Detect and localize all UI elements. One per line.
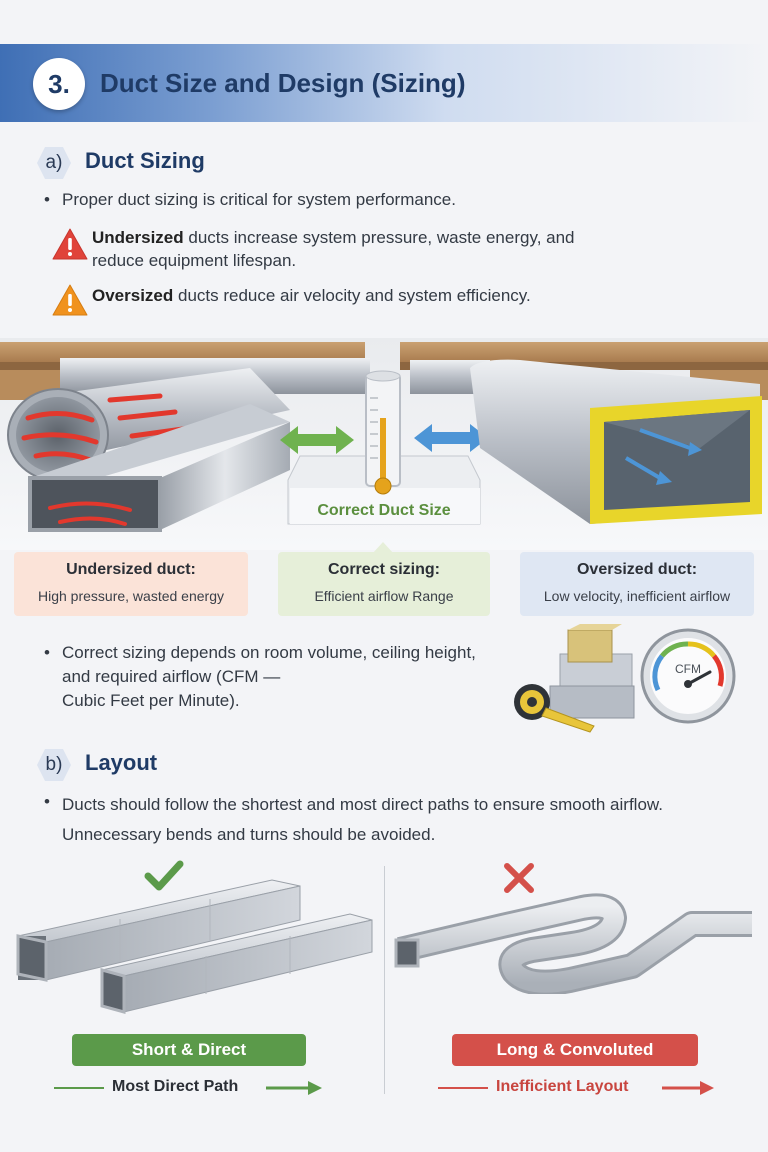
- bullet-dot: •: [44, 643, 50, 662]
- layout-line-1: Ducts should follow the shortest and mos…: [62, 795, 663, 814]
- subsection-marker-b: b): [36, 748, 72, 782]
- label-oversized-title: Oversized duct:: [576, 561, 698, 578]
- warning-orange-icon: [52, 284, 88, 316]
- subsection-title-sizing: Duct Sizing: [85, 148, 205, 173]
- measurement-tools-illustration: [514, 624, 635, 733]
- label-undersized-title: Undersized duct:: [66, 561, 196, 578]
- undersized-warning: Undersized ducts increase system pressur…: [92, 226, 575, 272]
- label-oversized: Oversized duct: Low velocity, inefficien…: [520, 552, 754, 616]
- oversized-warning: Oversized ducts reduce air velocity and …: [92, 284, 531, 307]
- subsection-marker-a: a): [36, 146, 72, 180]
- layout-guideline: Ducts should follow the shortest and mos…: [62, 790, 663, 850]
- cross-icon: [504, 863, 534, 893]
- pointer-caret: [372, 542, 394, 554]
- label-correct: Correct sizing: Efficient airflow Range: [278, 552, 490, 616]
- inefficient-path-label: Inefficient Layout: [496, 1078, 629, 1095]
- label-oversized-sub: Low velocity, inefficient airflow: [543, 588, 731, 604]
- depends-line-1: Correct sizing depends on room volume, c…: [62, 643, 476, 662]
- depends-line-3: Cubic Feet per Minute).: [62, 691, 240, 710]
- long-convoluted-badge: Long & Convoluted: [452, 1034, 698, 1066]
- oversized-term: Oversized: [92, 286, 174, 305]
- depends-line-2: and required airflow (CFM —: [62, 667, 281, 686]
- undersized-term: Undersized: [92, 228, 184, 247]
- oversized-text: ducts reduce air velocity and system eff…: [173, 286, 531, 305]
- sizing-depends: Correct sizing depends on room volume, c…: [62, 641, 476, 713]
- direct-path-label: Most Direct Path: [112, 1078, 239, 1095]
- layout-line-2: Unnecessary bends and turns should be av…: [62, 825, 436, 844]
- undersized-text-1: ducts increase system pressure, waste en…: [183, 228, 575, 247]
- column-divider: [384, 866, 385, 1094]
- bullet-dot: •: [44, 190, 50, 209]
- check-icon: [144, 860, 184, 891]
- convoluted-duct-illustration: [394, 893, 752, 994]
- section-number: 3.: [33, 58, 85, 110]
- direct-path-arrow: [54, 1081, 322, 1095]
- duct-comparison-illustration: [0, 338, 768, 550]
- undersized-text-2: reduce equipment lifespan.: [92, 251, 297, 270]
- warning-red-icon: [52, 228, 88, 260]
- label-correct-sub: Efficient airflow Range: [314, 588, 454, 604]
- subsection-title-layout: Layout: [85, 750, 158, 775]
- bullet-dot: •: [44, 792, 50, 811]
- cfm-gauge-icon: [640, 628, 736, 724]
- label-undersized-sub: High pressure, wasted energy: [38, 588, 224, 604]
- short-direct-badge: Short & Direct: [72, 1034, 306, 1066]
- label-undersized: Undersized duct: High pressure, wasted e…: [14, 552, 248, 616]
- straight-ducts-illustration: [16, 879, 373, 1014]
- page-title: Duct Size and Design (Sizing): [100, 68, 466, 98]
- inefficient-path-arrow: [438, 1081, 714, 1095]
- cfm-gauge-label: CFM: [675, 662, 701, 676]
- correct-duct-size-caption: Correct Duct Size: [317, 502, 451, 519]
- section-header: [0, 44, 768, 122]
- sizing-intro: Proper duct sizing is critical for syste…: [62, 190, 456, 209]
- label-correct-title: Correct sizing:: [327, 561, 440, 578]
